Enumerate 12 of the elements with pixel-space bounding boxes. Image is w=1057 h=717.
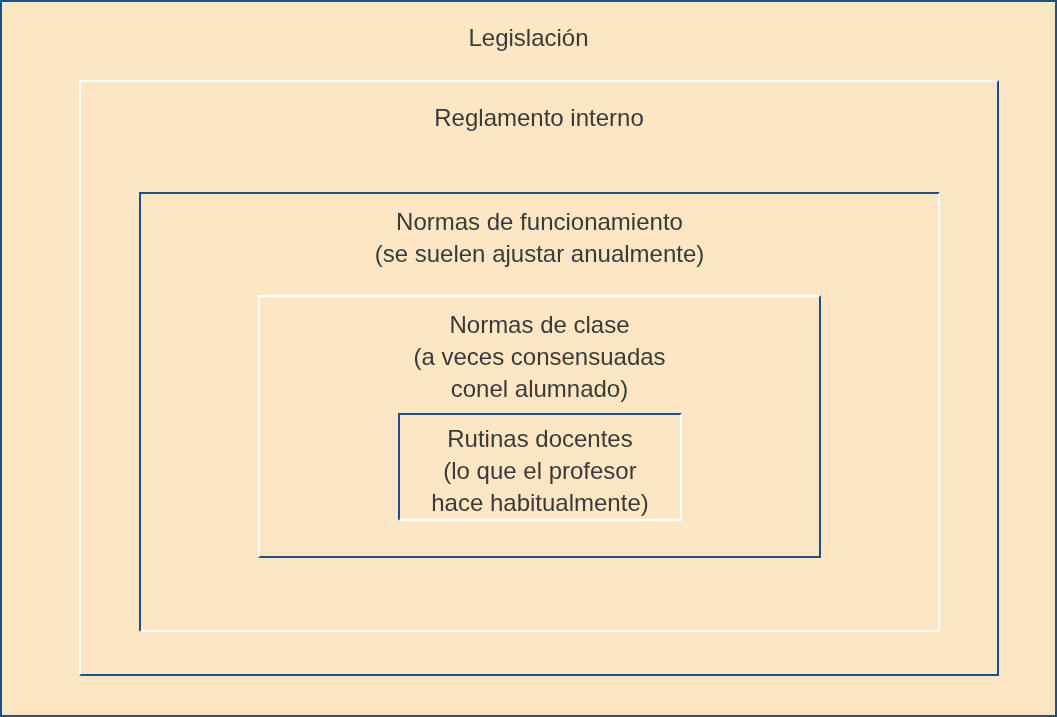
nested-box [398,413,682,521]
box-title: Rutinas docentes [447,424,633,454]
nested-box [258,295,821,558]
nested-box [139,192,940,632]
box-title: Normas de funcionamiento [396,207,683,237]
box-title: Legislación [468,23,589,53]
box-title: Normas de clase [449,310,630,340]
box-title: Reglamento interno [434,103,644,133]
box-note: (lo que el profesor hace habitualmente) [430,456,650,518]
nested-box [79,80,999,676]
box-note: (a veces consensuadas conel alumnado) [412,342,667,404]
box-note: (se suelen ajustar anualmente) [374,239,705,269]
